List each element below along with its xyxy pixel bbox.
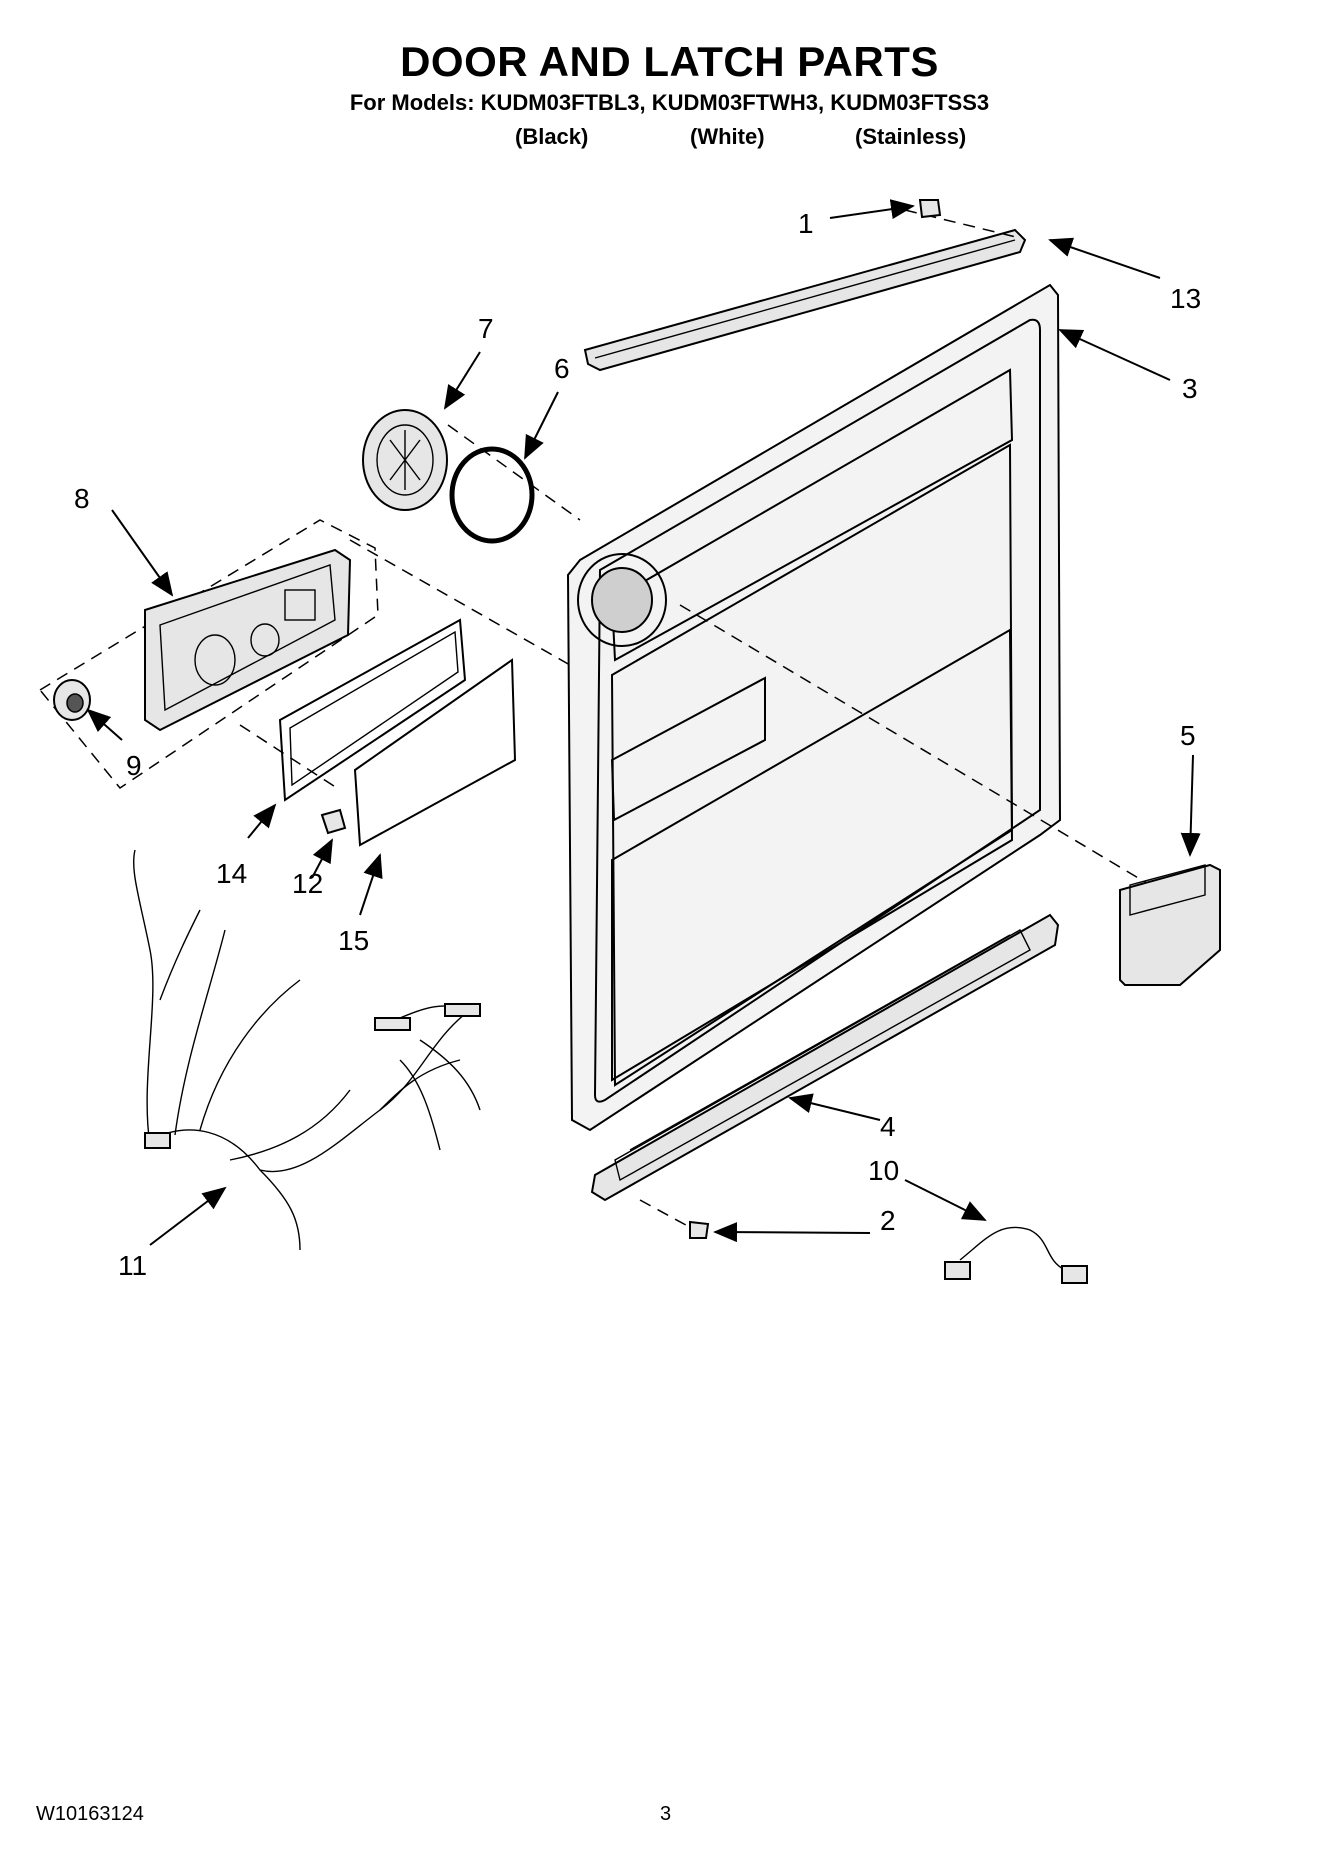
callout-14: 14 — [216, 858, 247, 889]
bottom-screw — [689, 1220, 710, 1239]
callout-10: 10 — [868, 1155, 899, 1186]
door-latch — [1119, 863, 1221, 986]
document-number: W10163124 — [36, 1803, 144, 1825]
callout-4: 4 — [880, 1111, 896, 1142]
callout-labels: 1 2 3 4 5 6 7 8 9 10 11 12 13 14 15 — [74, 208, 1201, 1281]
main-wire-harness — [132, 849, 481, 1251]
vent-gasket — [449, 446, 535, 544]
models-line: For Models: KUDM03FTBL3, KUDM03FTWH3, KU… — [349, 90, 990, 115]
vent-assembly — [362, 409, 448, 511]
callout-11: 11 — [118, 1250, 147, 1281]
variant-stainless: (Stainless) — [855, 124, 967, 149]
top-screw — [918, 199, 942, 219]
short-wire-harness — [944, 1226, 1088, 1284]
control-console — [144, 548, 352, 732]
control-knob — [53, 679, 91, 721]
callout-8: 8 — [74, 483, 90, 514]
callout-3: 3 — [1182, 373, 1198, 404]
console-gasket — [278, 618, 467, 802]
callout-7: 7 — [478, 313, 494, 344]
callout-13: 13 — [1170, 283, 1201, 314]
variant-white: (White) — [690, 124, 765, 149]
callout-arrows — [86, 199, 1201, 1246]
console-screw — [320, 808, 347, 835]
callout-12: 12 — [292, 868, 323, 899]
callout-1: 1 — [798, 208, 814, 239]
insulation-board — [353, 658, 517, 847]
callout-15: 15 — [338, 925, 369, 956]
page-title: DOOR AND LATCH PARTS — [400, 38, 939, 85]
variant-black: (Black) — [515, 124, 589, 149]
top-vent-strip — [583, 228, 1027, 372]
page-number: 3 — [660, 1803, 672, 1825]
inner-door-panel — [566, 283, 1062, 1132]
callout-9: 9 — [126, 750, 142, 781]
callout-5: 5 — [1180, 720, 1196, 751]
callout-2: 2 — [880, 1205, 896, 1236]
bottom-door-trim — [590, 913, 1060, 1202]
callout-6: 6 — [554, 353, 570, 384]
